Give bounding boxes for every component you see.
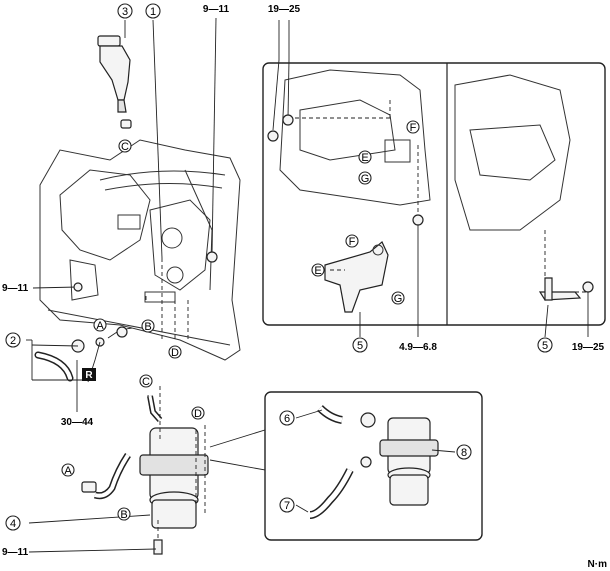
svg-text:7: 7	[284, 500, 290, 512]
marker-B-main: B	[141, 319, 155, 333]
svg-text:D: D	[171, 347, 179, 359]
svg-text:6: 6	[284, 413, 290, 425]
svg-text:A: A	[96, 320, 104, 332]
svg-text:C: C	[142, 376, 150, 388]
lower-inset-parts	[309, 405, 439, 519]
marker-B-pump: B	[117, 507, 131, 521]
marker-G-body: G	[358, 171, 372, 185]
engine-bay-sketch	[39, 139, 241, 361]
svg-text:C: C	[121, 141, 129, 153]
svg-text:E: E	[361, 152, 368, 164]
svg-text:F: F	[410, 122, 417, 134]
r-badge: R	[82, 368, 96, 381]
marker-G-bracket: G	[391, 291, 405, 305]
svg-text:8: 8	[461, 447, 467, 459]
marker-F-body: F	[406, 120, 420, 134]
torque-label: 9—11	[2, 283, 29, 294]
reservoir-part	[97, 35, 132, 129]
leader-lines	[26, 17, 589, 553]
svg-text:D: D	[194, 408, 202, 420]
callout-5a: 5	[352, 337, 368, 353]
marker-D-pump: D	[191, 406, 205, 420]
bolt-markers	[73, 114, 594, 293]
torque-label: 9—11	[2, 547, 29, 558]
svg-text:G: G	[361, 173, 370, 185]
torque-label: 9—11	[203, 4, 230, 15]
callout-2: 2	[5, 332, 21, 348]
upper-inset-sketch	[279, 69, 571, 231]
hose-assembly-part	[34, 326, 133, 383]
marker-C-pump: C	[139, 374, 153, 388]
svg-text:E: E	[314, 265, 321, 277]
callout-8: 8	[456, 444, 472, 460]
dashed-alignment-lines	[145, 100, 588, 540]
marker-A-main: A	[93, 318, 107, 332]
torque-label: 19—25	[572, 342, 605, 353]
unit-label: N·m	[588, 559, 608, 570]
callout-3: 3	[117, 3, 133, 19]
callout-4: 4	[5, 515, 21, 531]
torque-label: 30—44	[61, 417, 94, 428]
lower-right-inset-panel	[264, 391, 483, 541]
svg-text:A: A	[64, 465, 72, 477]
callout-7: 7	[279, 497, 295, 513]
pump-assembly-part	[81, 394, 209, 555]
svg-text:5: 5	[542, 340, 548, 352]
svg-text:B: B	[120, 509, 127, 521]
callout-5b: 5	[537, 337, 553, 353]
torque-label: 19—25	[268, 4, 301, 15]
marker-A-pump: A	[61, 463, 75, 477]
svg-text:B: B	[144, 321, 151, 333]
bracket-part-left	[324, 241, 389, 313]
svg-text:5: 5	[357, 340, 363, 352]
svg-text:3: 3	[122, 6, 128, 18]
svg-text:4: 4	[10, 518, 16, 530]
svg-text:1: 1	[150, 6, 156, 18]
marker-E-bracket: E	[311, 263, 325, 277]
svg-text:F: F	[349, 236, 356, 248]
upper-right-inset-panel	[262, 62, 606, 326]
svg-text:2: 2	[10, 335, 16, 347]
torque-label: 4.9—6.8	[399, 342, 437, 353]
marker-D-main: D	[168, 345, 182, 359]
callout-6: 6	[279, 410, 295, 426]
marker-E-body: E	[358, 150, 372, 164]
marker-C-reservoir: C	[118, 139, 132, 153]
callout-1: 1	[145, 3, 161, 19]
svg-text:G: G	[394, 293, 403, 305]
svg-text:R: R	[85, 370, 93, 381]
marker-F-bracket: F	[345, 234, 359, 248]
inset-pointer	[209, 429, 266, 471]
bracket-part-right	[538, 277, 582, 301]
